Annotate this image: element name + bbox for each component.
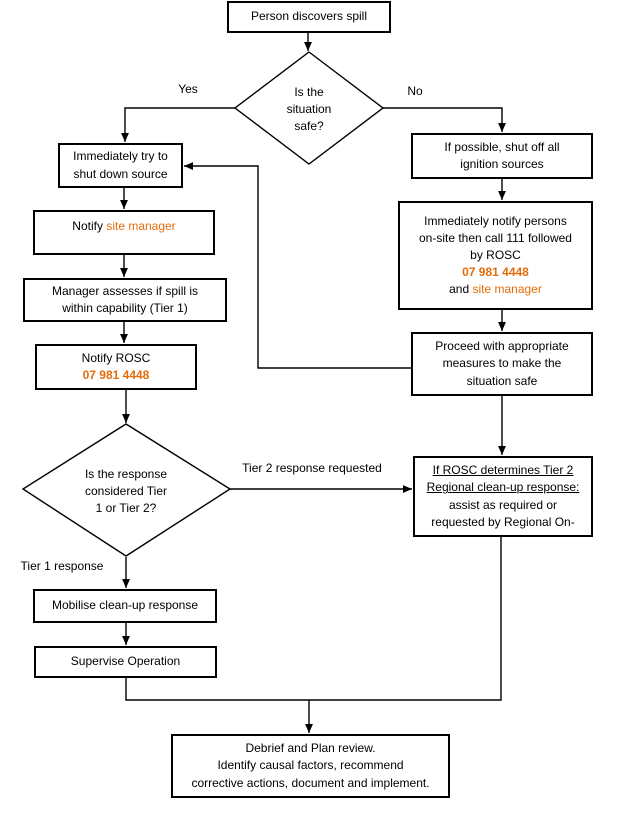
- decision-tier-text: Is the response considered Tier 1 or Tie…: [56, 466, 196, 517]
- node-line: ignition sources: [460, 157, 544, 171]
- node-proceed-safe-measures: Proceed with appropriate measures to mak…: [411, 332, 593, 396]
- label-tier2-response-requested: Tier 2 response requested: [226, 460, 398, 478]
- edge-merge-lines: [125, 537, 502, 701]
- node-line: If possible, shut off all: [444, 139, 560, 154]
- decision-line: Is the: [294, 85, 324, 99]
- node-line: on-site then call 111 followed: [419, 230, 572, 245]
- node-line: Notify site manager: [72, 218, 175, 235]
- decision-line: Is the response: [84, 467, 168, 481]
- node-person-discovers-spill: Person discovers spill: [227, 1, 391, 33]
- decision-safe-diamond: [233, 51, 385, 165]
- node-shutdown-source: Immediately try to shut down source: [58, 143, 183, 188]
- node-shut-off-ignition: If possible, shut off all ignition sourc…: [411, 133, 593, 179]
- node-notify-rosc: Notify ROSC 07 981 4448: [35, 344, 197, 390]
- node-line: measures to make the: [442, 356, 562, 371]
- text-run: Notify: [72, 219, 107, 233]
- node-supervise-operation: Supervise Operation: [34, 646, 217, 678]
- edge-no-to-ignition: [383, 107, 506, 132]
- node-notify-site-manager: Notify site manager: [33, 210, 215, 255]
- label-no: No: [393, 83, 437, 101]
- label-tier1-response: Tier 1 response: [14, 558, 110, 576]
- node-label: Mobilise clean-up response: [51, 598, 199, 613]
- node-line: assist as required or: [448, 497, 558, 512]
- node-line: Immediately try to: [73, 149, 168, 164]
- node-line: Immediately notify persons: [424, 213, 567, 228]
- node-label: Supervise Operation: [70, 654, 181, 669]
- node-line: Identify causal factors, recommend: [217, 758, 404, 773]
- decision-safe-text: Is the situation safe?: [254, 84, 364, 135]
- node-line: Proceed with appropriate: [435, 339, 569, 354]
- node-line-underlined: If ROSC determines Tier 2: [432, 463, 574, 478]
- rosc-phone-number: 07 981 4448: [82, 368, 150, 382]
- node-rosc-tier2-response: If ROSC determines Tier 2 Regional clean…: [413, 456, 593, 537]
- node-line: requested by Regional On-: [431, 514, 575, 529]
- node-line: within capability (Tier 1): [62, 301, 188, 315]
- node-line: Manager assesses if spill is: [51, 283, 199, 298]
- node-line: Notify ROSC: [81, 350, 151, 365]
- text-run: and: [449, 282, 473, 297]
- decision-line: considered Tier: [84, 484, 168, 499]
- site-manager-accent: site manager: [106, 219, 176, 233]
- node-line: situation safe: [466, 373, 538, 388]
- decision-line: safe?: [294, 119, 324, 134]
- site-manager-accent: site manager: [472, 282, 542, 297]
- node-mobilise-cleanup: Mobilise clean-up response: [33, 589, 217, 623]
- edge-yes-to-shutdown: [121, 107, 235, 142]
- node-debrief-plan-review: Debrief and Plan review. Identify causal…: [171, 734, 450, 798]
- decision-line: 1 or Tier 2?: [95, 501, 157, 516]
- node-line: shut down source: [73, 166, 168, 181]
- edge-proceed-feedback-to-shutdown: [184, 162, 411, 369]
- node-line: Debrief and Plan review.: [245, 741, 376, 756]
- node-line: corrective actions, document and impleme…: [191, 775, 430, 790]
- node-notify-persons-111: Immediately notify persons on-site then …: [398, 201, 593, 310]
- node-label: Person discovers spill: [250, 9, 368, 24]
- decision-tier-diamond: [21, 423, 232, 557]
- node-manager-assesses: Manager assesses if spill is within capa…: [23, 278, 227, 322]
- node-line-underlined: Regional clean-up response:: [426, 480, 580, 495]
- node-line: and site manager: [449, 281, 542, 298]
- decision-line: situation: [286, 102, 332, 117]
- rosc-phone-number: 07 981 4448: [462, 265, 529, 280]
- node-line: by ROSC: [470, 247, 521, 262]
- label-yes: Yes: [158, 81, 218, 99]
